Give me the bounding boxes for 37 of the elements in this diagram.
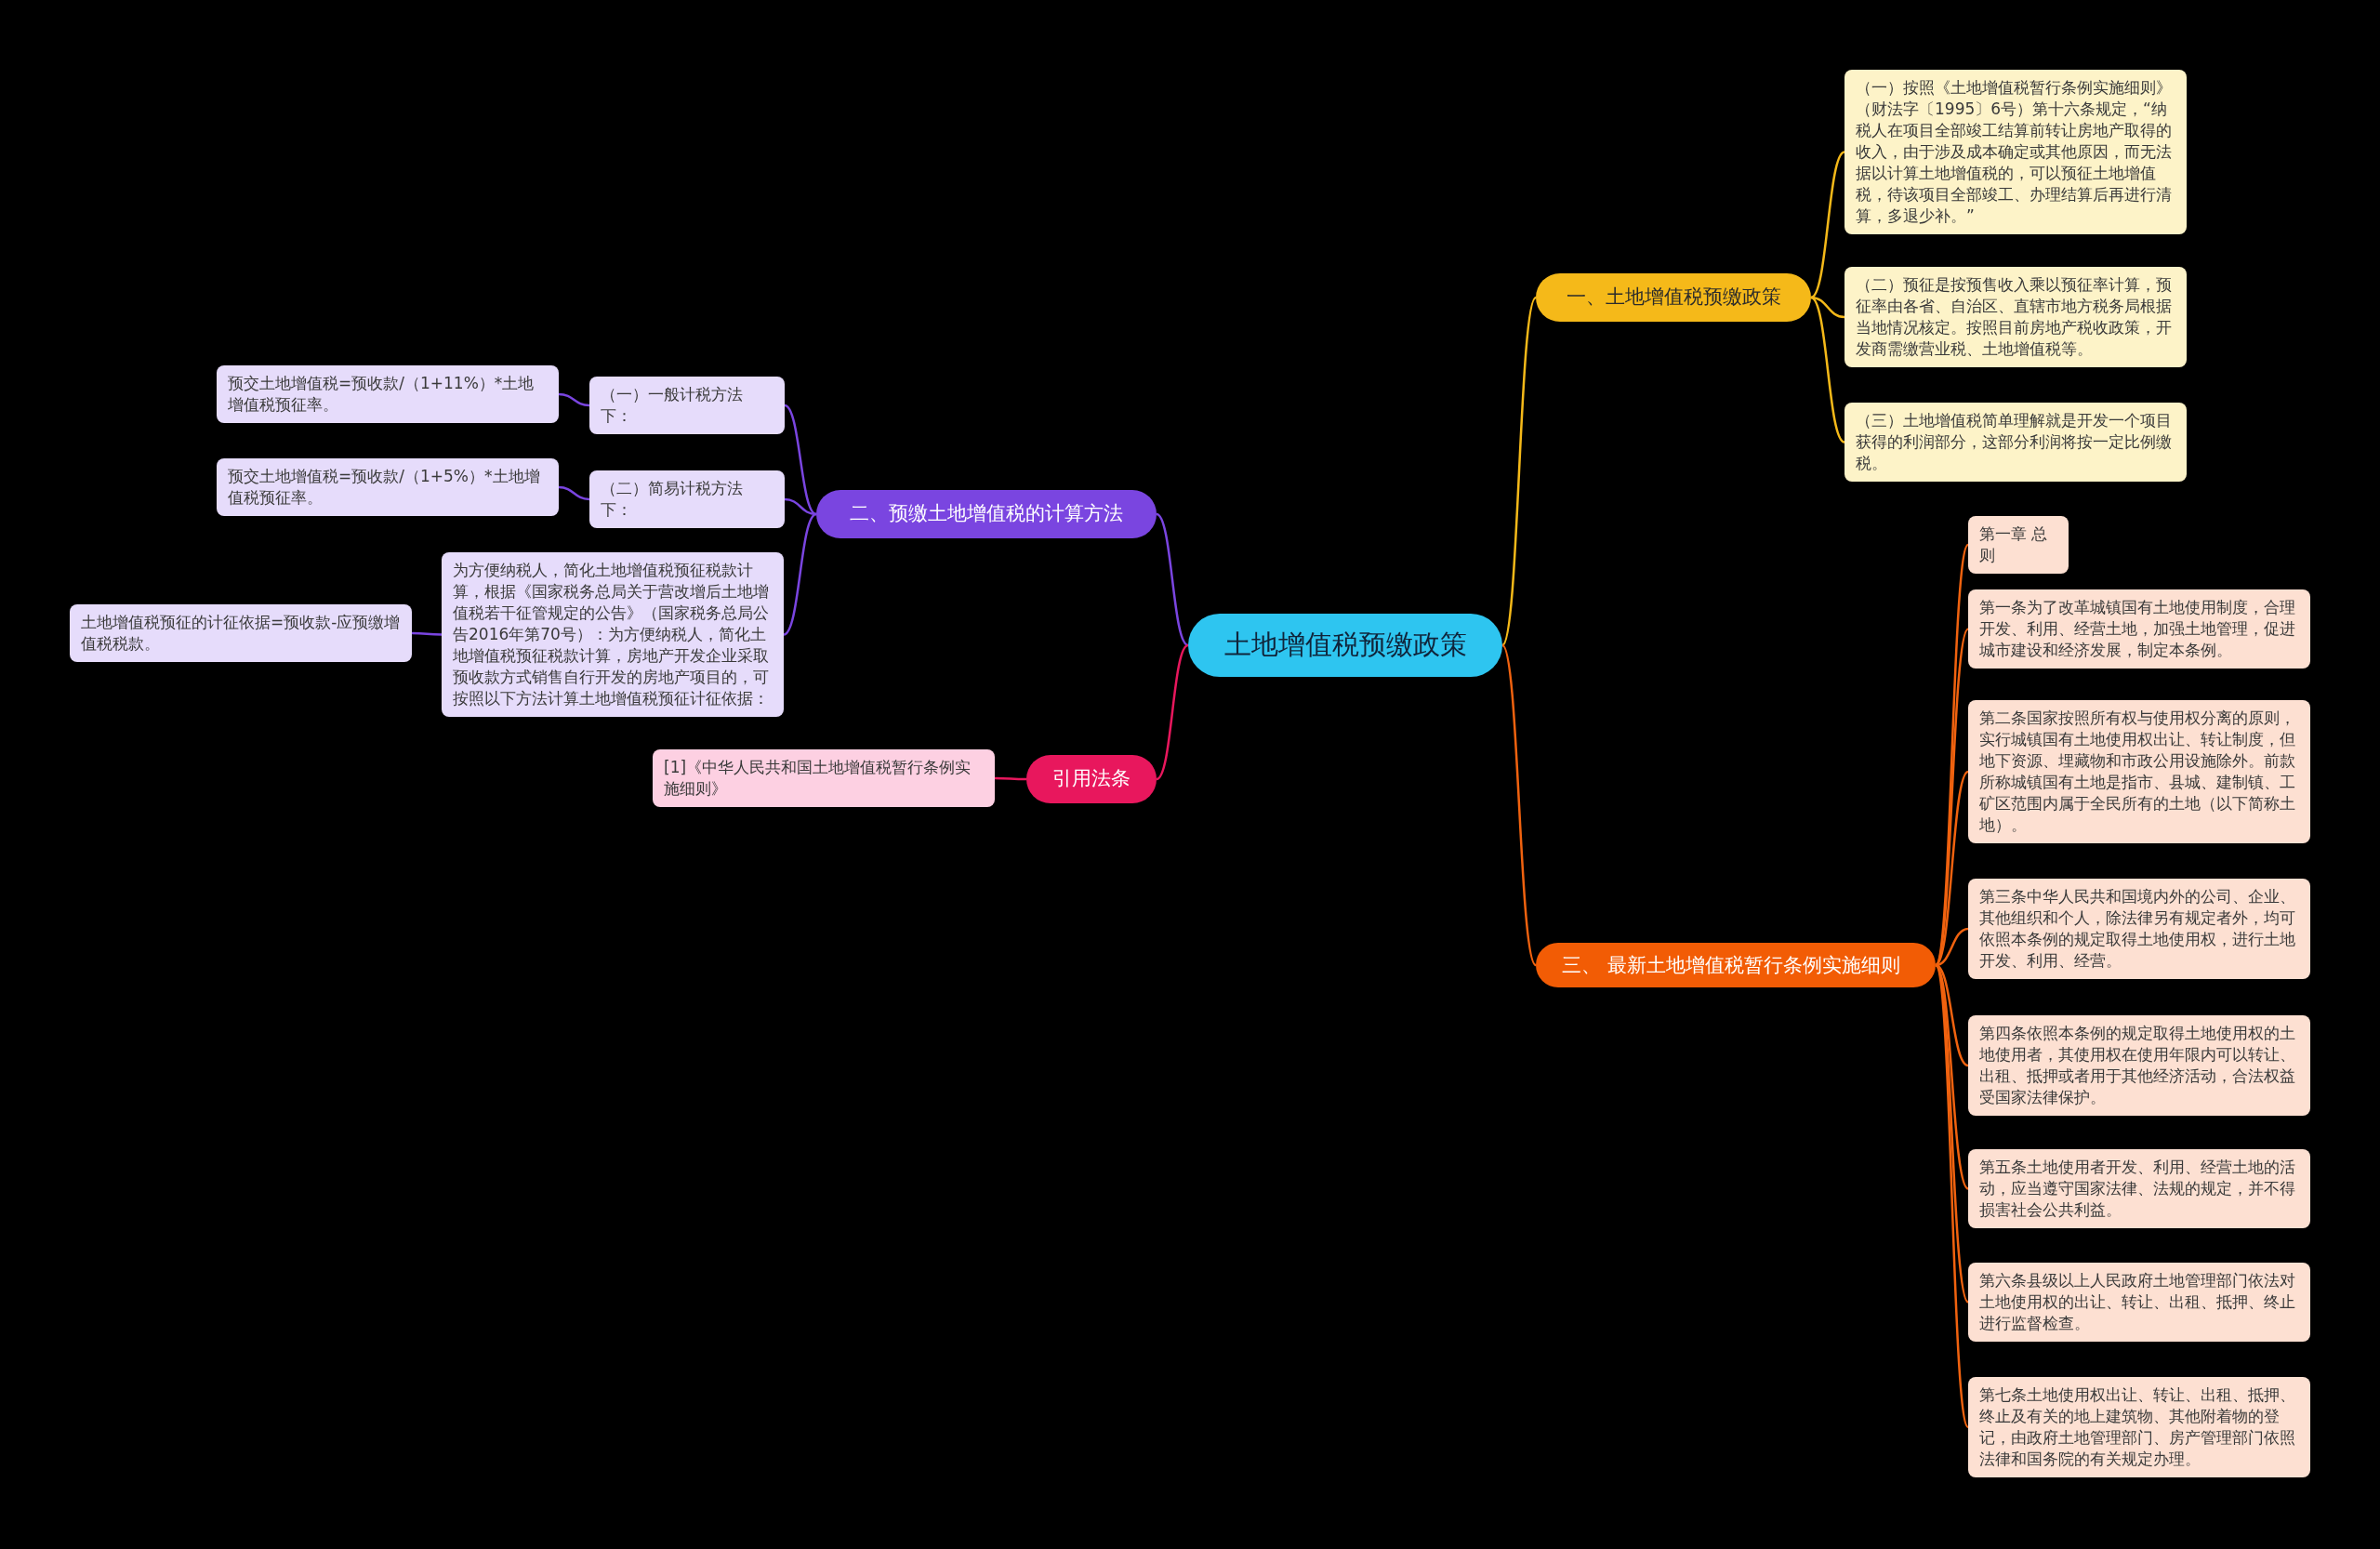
connector	[1156, 512, 1189, 647]
branch-topic: 二、预缴土地增值税的计算方法	[816, 490, 1157, 538]
note-card: 为方便纳税人，简化土地增值税预征税款计算，根据《国家税务总局关于营改增后土地增值税若干征管规定的公告》（国家税务总局公告2016年第70号）：为方便纳税人，简化土地增值税预征税款计算，房地产开发企业采取预收款方式销售自行开发的房地产项目的，可按照以下方法计算土地增值税预征计征依据：	[442, 552, 784, 717]
connector	[1934, 628, 1970, 966]
note-card: 土地增值税预征的计征依据=预收款-应预缴增值税税款。	[70, 604, 412, 662]
connector	[784, 404, 817, 516]
connector	[1934, 964, 1970, 1428]
note-card: 预交土地增值税=预收款/（1+5%）*土地增值税预征率。	[217, 458, 559, 516]
note-card: （三）土地增值税简单理解就是开发一个项目获得的利润部分，这部分利润将按一定比例缴税。	[1844, 403, 2187, 482]
branch-topic: 引用法条	[1026, 755, 1157, 803]
branch-topic: 一、土地增值税预缴政策	[1536, 273, 1811, 322]
note-card: 第三条中华人民共和国境内外的公司、企业、其他组织和个人，除法律另有规定者外，均可依照本条例的规定取得土地使用权，进行土地开发、利用、经营。	[1968, 879, 2310, 979]
subtopic: （一）一般计税方法下：	[589, 377, 785, 434]
root-topic: 土地增值税预缴政策	[1188, 614, 1502, 677]
note-card: [1]《中华人民共和国土地增值税暂行条例实施细则》	[653, 749, 995, 807]
note-card: （一）按照《土地增值税暂行条例实施细则》（财法字〔1995〕6号）第十六条规定，“纳税人在项目全部竣工结算前转让房地产取得的收入，由于涉及成本确定或其他原因，而无法据以计算土地增值税的，可以预征土地增值税，待该项目全部竣工、办理结算后再进行清算，多退少补。”	[1844, 70, 2187, 234]
subtopic: 第一章 总则	[1968, 516, 2069, 574]
connector	[1934, 544, 1970, 966]
note-card: 第二条国家按照所有权与使用权分离的原则，实行城镇国有土地使用权出让、转让制度，但地下资源、埋藏物和市政公用设施除外。前款所称城镇国有土地是指市、县城、建制镇、工矿区范围内属于全民所有的土地（以下简称土地）。	[1968, 700, 2310, 843]
note-card: （二）预征是按预售收入乘以预征率计算，预征率由各省、自治区、直辖市地方税务局根据当地情况核定。按照目前房地产税收政策，开发商需缴营业税、土地增值税等。	[1844, 267, 2187, 367]
subtopic: （二）简易计税方法下：	[589, 470, 785, 528]
note-card: 预交土地增值税=预收款/（1+11%）*土地增值税预征率。	[217, 365, 559, 423]
connector	[1810, 151, 1845, 298]
note-card: 第四条依照本条例的规定取得土地使用权的土地使用者，其使用权在使用年限内可以转让、出租、抵押或者用于其他经济活动，合法权益受国家法律保护。	[1968, 1015, 2310, 1116]
connector	[1810, 297, 1845, 444]
connector	[783, 512, 817, 636]
connector	[995, 776, 1026, 781]
note-card: 第六条县级以上人民政府土地管理部门依法对土地使用权的出让、转让、出租、抵押、终止进行监督检查。	[1968, 1263, 2310, 1342]
connector	[412, 631, 442, 636]
note-card: 第七条土地使用权出让、转让、出租、抵押、终止及有关的地上建筑物、其他附着物的登记，由政府土地管理部门、房产管理部门依照法律和国务院的有关规定办理。	[1968, 1377, 2310, 1477]
connector	[558, 485, 590, 501]
connector	[1156, 644, 1189, 780]
note-card: 第五条土地使用者开发、利用、经营土地的活动，应当遵守国家法律、法规的规定，并不得损害社会公共利益。	[1968, 1149, 2310, 1228]
branch-topic: 三、 最新土地增值税暂行条例实施细则	[1536, 943, 1936, 988]
connector	[558, 392, 590, 407]
note-card: 第一条为了改革城镇国有土地使用制度，合理开发、利用、经营土地，加强土地管理，促进城市建设和经济发展，制定本条例。	[1968, 589, 2310, 669]
connector	[784, 497, 817, 516]
